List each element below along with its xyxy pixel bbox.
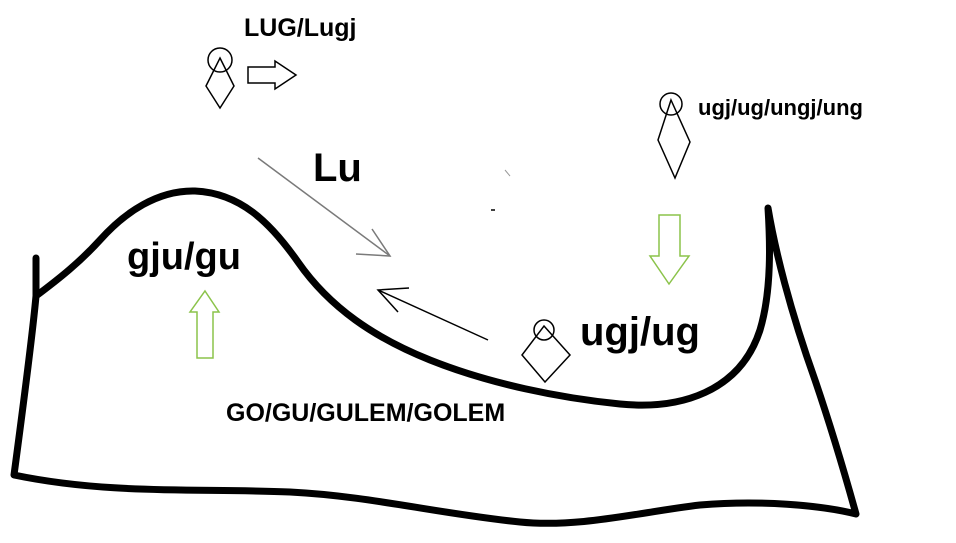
stray-mark bbox=[504, 169, 511, 177]
label-lug-lugj: LUG/Lugj bbox=[244, 14, 357, 42]
green-arrow-down-icon bbox=[648, 214, 691, 286]
person-figure-valley bbox=[521, 319, 572, 384]
label-lu: Lu bbox=[313, 146, 362, 190]
label-ugj-ug: ugj/ug bbox=[580, 310, 700, 354]
label-gju-gu: gju/gu bbox=[127, 236, 241, 278]
green-arrow-up-icon bbox=[188, 289, 221, 359]
person-figure-top-left bbox=[205, 47, 235, 110]
label-ugj-ung-chain: ugj/ug/ungj/ung bbox=[698, 95, 863, 120]
terrain-outline bbox=[10, 187, 860, 527]
person-figure-top-right bbox=[657, 92, 691, 180]
arrow-up-slope-icon bbox=[376, 287, 489, 341]
arrow-down-slope-icon bbox=[257, 157, 392, 257]
arrow-right-icon bbox=[247, 59, 298, 91]
label-go-golem: GO/GU/GULEM/GOLEM bbox=[226, 399, 506, 427]
